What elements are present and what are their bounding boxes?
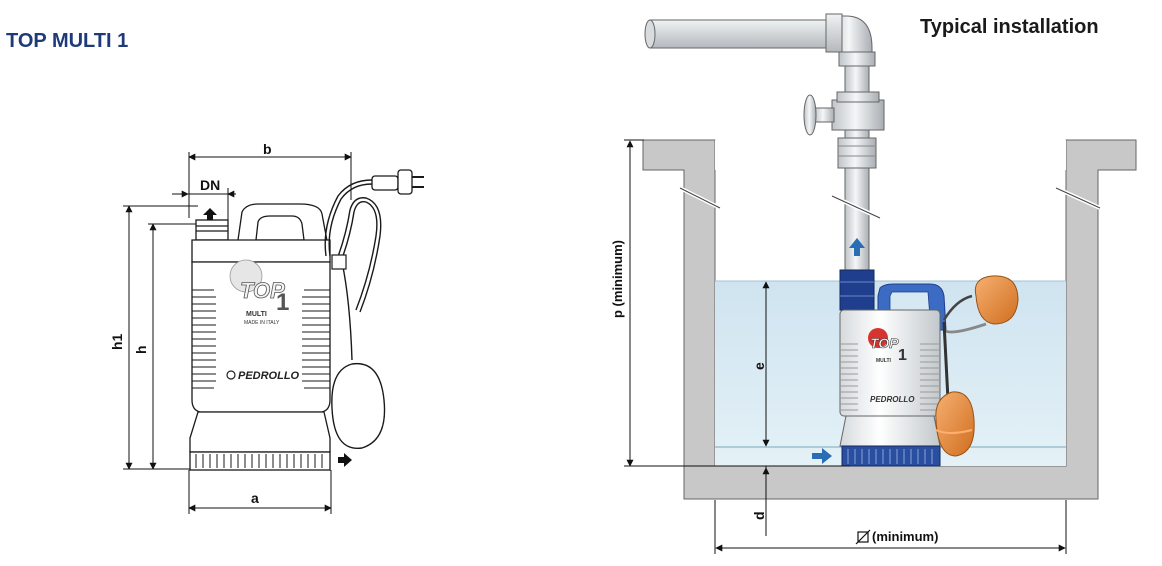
dim-label-b: b [263, 141, 272, 157]
dim-label-e: e [751, 362, 767, 370]
installed-brand: PEDROLLO [870, 395, 915, 404]
dim-label-d: d [751, 511, 767, 520]
flow-in-arrow-icon [812, 448, 832, 464]
pump-logo-outline: TOP 1 MULTI MADE IN ITALY PEDROLLO [226, 259, 300, 382]
delivery-pipe [644, 13, 885, 311]
pump-logo-top: TOP [240, 278, 285, 303]
float-cable-outline [324, 169, 424, 449]
pump-logo-number: 1 [276, 289, 289, 316]
installation-diagram: TOP 1 MULTI PEDROLLO p (minimum) e d [610, 13, 1137, 554]
installed-logo-number: 1 [898, 347, 907, 364]
diameter-square-icon [855, 529, 871, 545]
pump-outline-drawing: b DN h1 h a [109, 141, 424, 514]
dim-label-width: (minimum) [872, 529, 938, 544]
dim-label-a: a [251, 490, 259, 506]
dim-label-h1: h1 [109, 333, 125, 350]
installed-logo-model: MULTI [876, 358, 892, 364]
page-title: TOP MULTI 1 [6, 30, 129, 52]
flow-up-arrow-icon [849, 238, 865, 256]
dim-label-h: h [133, 345, 149, 354]
dim-label-dn: DN [200, 177, 220, 193]
pump-logo-made-in: MADE IN ITALY [244, 320, 280, 326]
float-switch [935, 275, 1019, 457]
installed-pump: TOP 1 MULTI PEDROLLO [839, 283, 947, 467]
dim-label-p: p (minimum) [610, 240, 625, 318]
outlet-arrow-icon [203, 208, 217, 220]
inlet-arrow-icon [338, 453, 352, 467]
pump-logo-model: MULTI [246, 311, 267, 318]
installation-title: Typical installation [920, 16, 1099, 38]
pump-body-outline [189, 203, 331, 471]
installed-logo-top: TOP [870, 335, 899, 351]
pump-brand: PEDROLLO [238, 370, 300, 382]
